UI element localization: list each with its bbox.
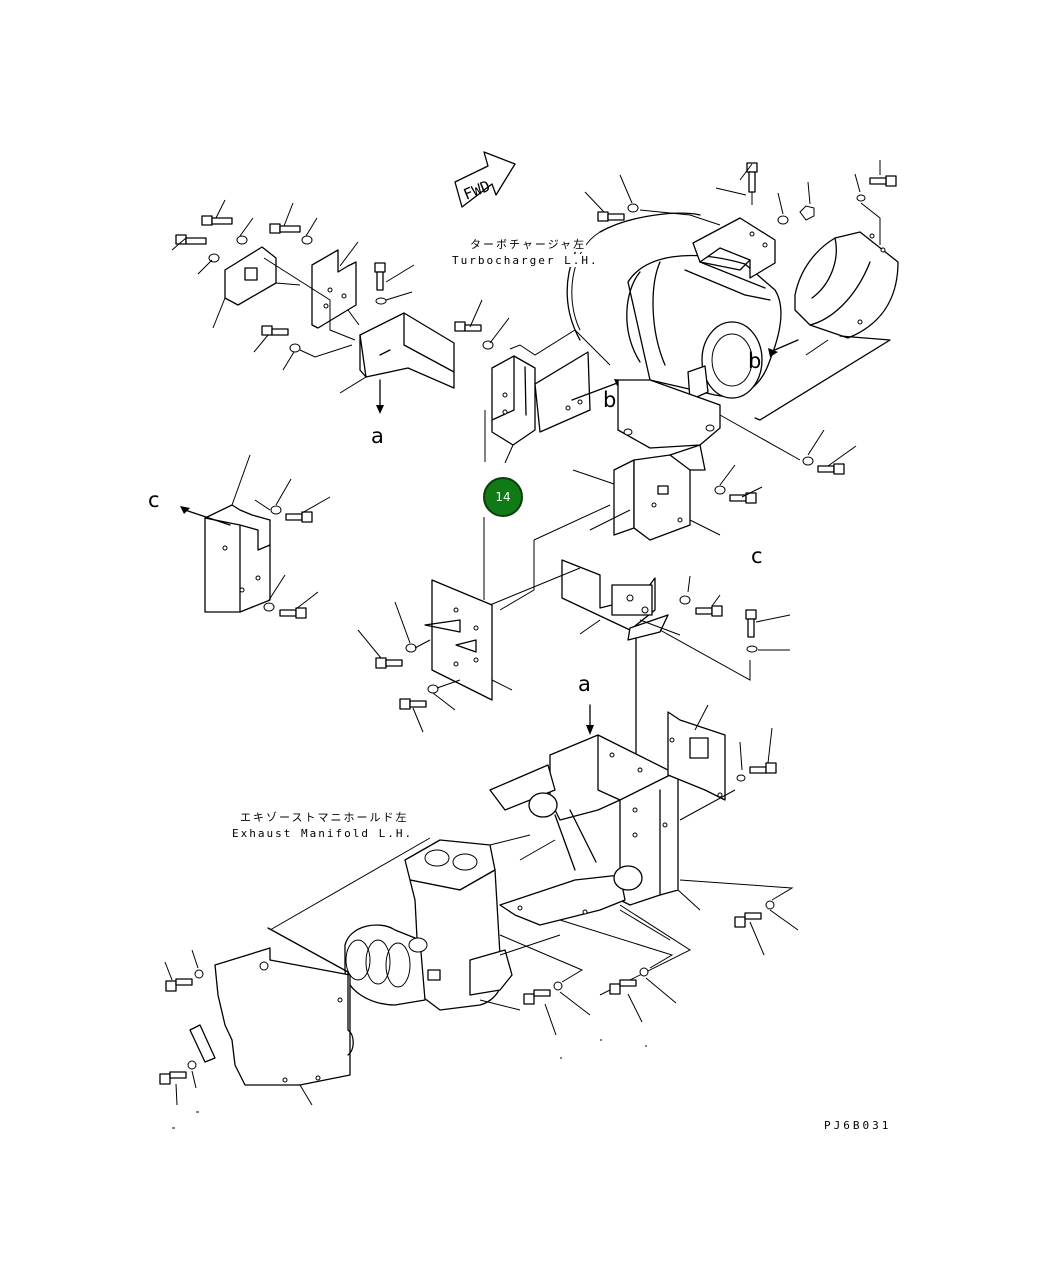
washer-icon [802,456,814,466]
bolt-icon [609,979,637,995]
washer-icon [427,684,439,694]
washer-icon [405,643,417,653]
fwd-arrow-icon: FWD [454,151,516,208]
bolt-icon [159,1071,187,1085]
turbocharger-body [566,212,782,449]
washer-icon [746,645,758,653]
washer-icon [301,235,313,245]
bolt-icon [269,223,301,234]
washer-icon [187,1060,197,1070]
bolt-icon [734,912,762,928]
bolt-icon [375,657,403,669]
washer-icon [627,203,639,213]
bolt-icon [729,492,757,504]
central-mount-bracket [572,444,763,541]
nut-icon [799,205,815,221]
plate-with-callout [424,517,513,701]
ref-letter-c-right: c [751,544,763,568]
washer-icon [856,194,866,202]
bolt-icon [165,978,193,992]
washer-icon [236,235,248,245]
bolt-icon [597,211,625,222]
exhaust-manifold [344,834,561,1011]
washer-icon [194,969,204,979]
bolt-icon [695,605,723,617]
bolt-icon [817,463,845,475]
part-callout-14[interactable]: 14 [483,477,523,517]
washer-icon [777,215,789,225]
vertical-bracket [484,329,624,464]
right-lower-plate [667,704,777,821]
upper-left-bracket-assembly [171,199,360,341]
bolt-icon [749,762,777,774]
right-heat-shield [754,231,899,421]
ref-letter-c-left: c [148,488,160,512]
washer-icon [289,343,301,353]
washer-icon [375,297,387,305]
exhaust-manifold-label-jp: エキゾーストマニホールド左 [240,809,409,825]
exhaust-manifold-label-en: Exhaust Manifold L.H. [232,827,414,840]
washer-icon [714,485,726,495]
bolt-icon [175,234,207,245]
ref-letter-b-turbo: b [748,349,762,373]
drawing-code: PJ6B031 [824,1119,892,1132]
washer-icon [736,774,746,782]
bolt-icon [201,215,233,226]
washer-icon [639,967,649,977]
lower-main-bracket [489,704,701,996]
bolt-icon [285,511,313,523]
bolt-icon [374,262,386,291]
lower-right-bracket [561,559,791,761]
channel-bracket [339,312,455,414]
turbocharger-label-en: Turbocharger L.H. [452,254,599,267]
bolt-icon [746,162,758,193]
turbocharger-label-jp: ターボチャージャ左 [470,236,587,252]
bolt-icon [279,607,307,619]
bottom-left-plate [159,837,431,1106]
bolt-icon [454,321,482,332]
ref-letter-a-lower: a [578,672,591,696]
washer-icon [553,981,563,991]
left-block [180,454,331,619]
ref-letter-a-upper: a [371,424,384,448]
ref-letter-b-bracket: b [603,388,617,412]
washer-icon [270,505,282,515]
washer-icon [679,595,691,605]
bolt-icon [261,325,289,336]
bolt-icon [745,609,757,638]
bolt-icon [399,698,427,710]
washer-icon [263,602,275,612]
washer-icon [482,340,494,350]
washer-icon [765,900,775,910]
bolt-icon [869,175,897,187]
bolt-icon [523,989,551,1005]
top-bracket [692,162,776,279]
fwd-text: FWD [461,177,493,204]
